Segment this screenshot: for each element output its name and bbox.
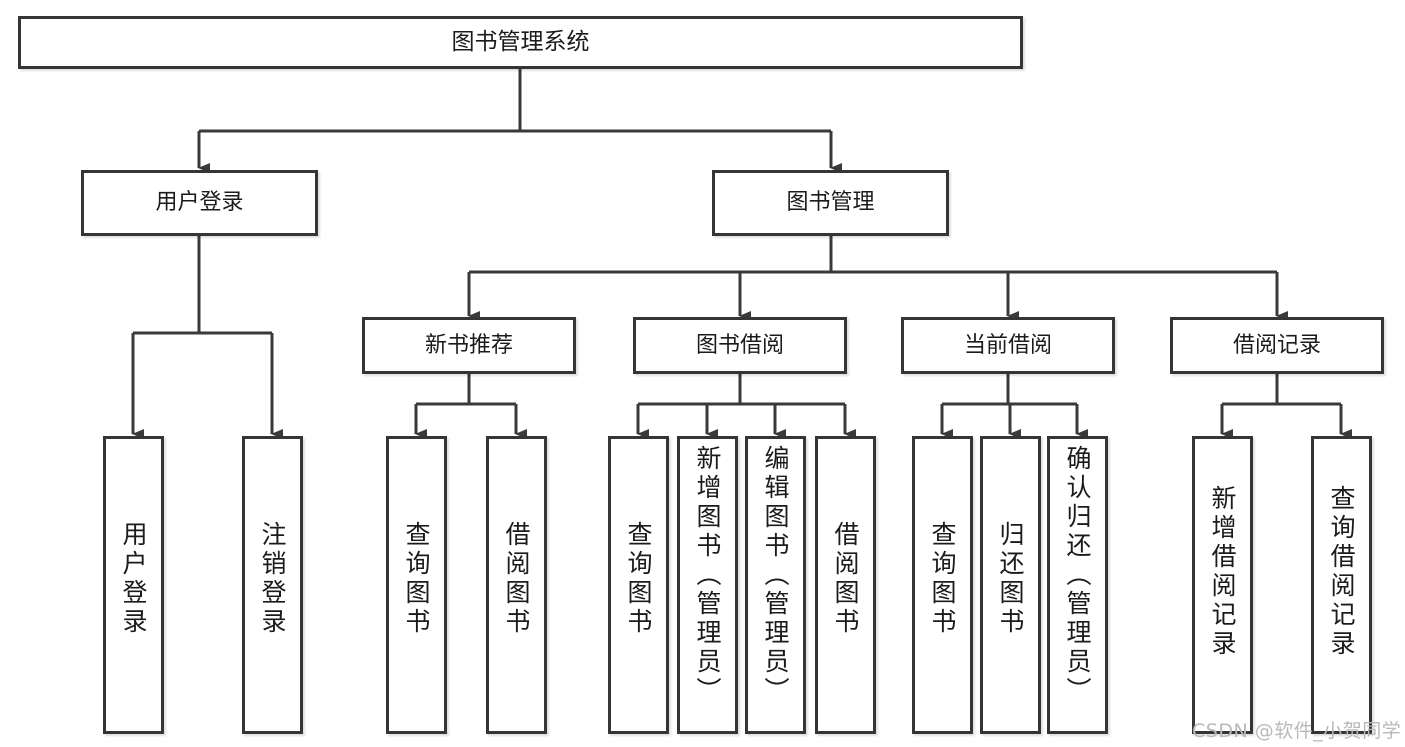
leaf-confirm-return-admin[interactable]: 确认归还（管理员）: [1047, 436, 1108, 734]
node-book-borrow[interactable]: 图书借阅: [633, 317, 847, 374]
node-label: 查询图书: [624, 521, 653, 637]
leaf-query-book-borrow[interactable]: 查询图书: [608, 436, 669, 734]
leaf-return-book[interactable]: 归还图书: [980, 436, 1041, 734]
node-label: 新增借阅记录: [1208, 485, 1237, 659]
node-label: 注销登录: [258, 521, 287, 637]
node-root-system[interactable]: 图书管理系统: [18, 16, 1023, 69]
leaf-edit-book-admin[interactable]: 编辑图书（管理员）: [745, 436, 806, 734]
leaf-query-borrow-record[interactable]: 查询借阅记录: [1311, 436, 1372, 734]
node-label: 借阅图书: [502, 521, 531, 637]
node-label: 借阅记录: [1232, 332, 1321, 358]
node-label: 新书推荐: [424, 332, 513, 358]
node-label: 查询图书: [928, 521, 957, 637]
node-label: 确认归还（管理员）: [1063, 445, 1092, 706]
node-label: 查询图书: [402, 521, 431, 637]
node-label: 图书借阅: [695, 332, 784, 358]
leaf-logout[interactable]: 注销登录: [242, 436, 303, 734]
node-new-book-recommend[interactable]: 新书推荐: [362, 317, 576, 374]
leaf-query-book-current[interactable]: 查询图书: [912, 436, 973, 734]
node-user-login[interactable]: 用户登录: [81, 170, 318, 236]
node-label: 当前借阅: [963, 332, 1052, 358]
node-label: 新增图书（管理员）: [693, 445, 722, 706]
node-label: 归还图书: [996, 521, 1025, 637]
node-label: 图书管理: [786, 190, 875, 216]
node-current-borrow[interactable]: 当前借阅: [901, 317, 1115, 374]
node-label: 编辑图书（管理员）: [761, 445, 790, 706]
node-label: 图书管理系统: [451, 28, 590, 55]
node-borrow-record[interactable]: 借阅记录: [1170, 317, 1384, 374]
node-label: 用户登录: [119, 521, 148, 637]
watermark-text: CSDN @软件_小贺同学: [1192, 720, 1402, 742]
node-label: 用户登录: [155, 190, 244, 216]
node-book-management[interactable]: 图书管理: [712, 170, 949, 236]
leaf-add-borrow-record[interactable]: 新增借阅记录: [1192, 436, 1253, 734]
leaf-add-book-admin[interactable]: 新增图书（管理员）: [677, 436, 738, 734]
leaf-query-book-recommend[interactable]: 查询图书: [386, 436, 447, 734]
leaf-borrow-book[interactable]: 借阅图书: [815, 436, 876, 734]
leaf-user-login[interactable]: 用户登录: [103, 436, 164, 734]
leaf-borrow-book-recommend[interactable]: 借阅图书: [486, 436, 547, 734]
node-label: 借阅图书: [831, 521, 860, 637]
csdn-watermark: CSDN @软件_小贺同学: [1192, 716, 1401, 743]
node-label: 查询借阅记录: [1327, 485, 1356, 659]
